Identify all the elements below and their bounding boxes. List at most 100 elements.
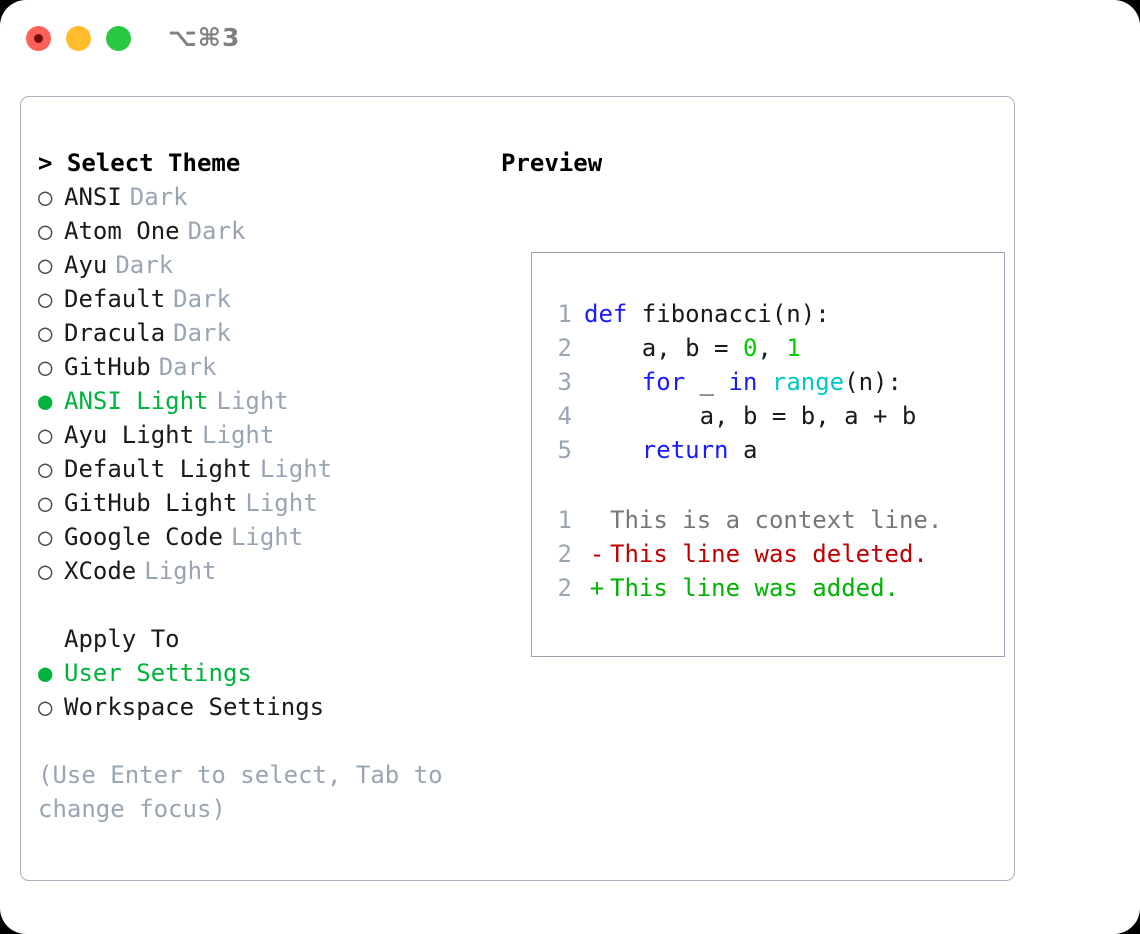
code-line-text: def fibonacci(n): [584, 297, 830, 331]
diff-line-number: 1 [557, 506, 572, 534]
radio-unselected-icon[interactable]: ○ [38, 285, 53, 313]
theme-option-kind: Dark [115, 251, 174, 279]
radio-unselected-icon[interactable]: ○ [38, 251, 53, 279]
theme-option-kind: Dark [129, 183, 188, 211]
list-spacer [38, 588, 488, 622]
code-line: 5 return a [550, 433, 998, 467]
theme-option-name: GitHub [64, 353, 151, 381]
code-line: 3 for _ in range(n): [550, 365, 998, 399]
theme-option-kind: Dark [158, 353, 217, 381]
code-token-fn: range [771, 368, 845, 396]
code-line-text: return a [584, 433, 758, 467]
radio-selected-icon[interactable]: ● [38, 659, 53, 687]
page-title: > Select Theme [38, 149, 241, 177]
diff-line-ctx: 1 This is a context line. [550, 503, 998, 537]
theme-option-kind: Dark [173, 319, 231, 347]
code-line-number: 1 [557, 300, 572, 328]
diff-line-number: 2 [557, 574, 572, 602]
code-line-number: 5 [557, 436, 572, 464]
theme-option-kind: Dark [173, 285, 231, 313]
radio-unselected-icon[interactable]: ○ [38, 353, 53, 381]
code-line-text: for _ in range(n): [584, 365, 902, 399]
keyboard-hint-text: (Use Enter to select, Tab to change focu… [38, 761, 458, 823]
code-token-pl: , [757, 334, 787, 362]
theme-option-name: ANSI [64, 183, 122, 211]
code-line: 1 def fibonacci(n): [550, 297, 998, 331]
radio-unselected-icon[interactable]: ○ [38, 183, 53, 211]
radio-unselected-icon[interactable]: ○ [38, 557, 53, 585]
radio-unselected-icon[interactable]: ○ [38, 455, 53, 483]
theme-option-kind: Light [245, 489, 318, 517]
apply-to-option-name: Workspace Settings [64, 693, 325, 721]
theme-option-kind: Light [202, 421, 275, 449]
radio-selected-icon[interactable]: ● [38, 387, 53, 415]
zoom-button[interactable] [106, 26, 131, 51]
diff-line-text: This line was deleted. [610, 540, 928, 568]
apply-to-list[interactable]: ● User Settings ○ Workspace Settings [38, 656, 488, 724]
apply-to-option-user-settings[interactable]: ● User Settings [38, 656, 488, 690]
theme-option-kind: Light [230, 523, 304, 551]
code-token-pl: _ [685, 368, 729, 396]
preview-title: Preview [501, 149, 603, 177]
diff-sample: 1 This is a context line.2-This line was… [550, 503, 998, 605]
code-token-pl: a, b = b, a + b [584, 402, 917, 430]
code-token-kw: def [584, 300, 642, 328]
apply-to-option-name: User Settings [64, 659, 252, 687]
theme-option-name: Dracula [64, 319, 166, 347]
code-token-kw: return [641, 436, 729, 464]
diff-marker: - [589, 540, 605, 568]
radio-unselected-icon[interactable]: ○ [38, 319, 53, 347]
radio-unselected-icon[interactable]: ○ [38, 489, 53, 517]
code-line: 4 a, b = b, a + b [550, 399, 998, 433]
apply-to-option-workspace-settings[interactable]: ○ Workspace Settings [38, 690, 488, 724]
diff-line-text: This line was added. [610, 574, 899, 602]
theme-option-kind: Light [259, 455, 333, 483]
theme-option-name: Ayu [64, 251, 108, 279]
minimize-button[interactable] [66, 26, 91, 51]
radio-unselected-icon[interactable]: ○ [38, 523, 53, 551]
diff-marker [584, 503, 610, 537]
radio-unselected-icon[interactable]: ○ [38, 217, 53, 245]
title-bar: ⌥⌘3 [0, 0, 1140, 78]
code-token-pl [584, 368, 642, 396]
radio-unselected-icon[interactable]: ○ [38, 693, 53, 721]
diff-line-number: 2 [557, 540, 572, 568]
theme-option-kind: Dark [187, 217, 246, 245]
theme-option-name: GitHub Light [64, 489, 238, 517]
theme-option-name: Google Code [64, 523, 223, 551]
close-button[interactable] [26, 26, 51, 51]
code-token-pl [584, 436, 642, 464]
code-line-number: 4 [557, 402, 572, 430]
code-line-number: 2 [557, 334, 572, 362]
code-token-num: 1 [786, 334, 801, 362]
theme-option-name: Default [64, 285, 166, 313]
theme-option-kind: Light [216, 387, 289, 415]
code-line: 2 a, b = 0, 1 [550, 331, 998, 365]
code-line-text: a, b = b, a + b [584, 399, 917, 433]
code-token-pl: a [728, 436, 758, 464]
theme-option-kind: Light [144, 557, 217, 585]
code-token-pl: (n): [844, 368, 902, 396]
radio-unselected-icon[interactable]: ○ [38, 421, 53, 449]
code-token-num: 0 [742, 334, 758, 362]
code-line-number: 3 [557, 368, 572, 396]
diff-line-del: 2-This line was deleted. [550, 537, 998, 571]
code-token-pl [757, 368, 771, 396]
